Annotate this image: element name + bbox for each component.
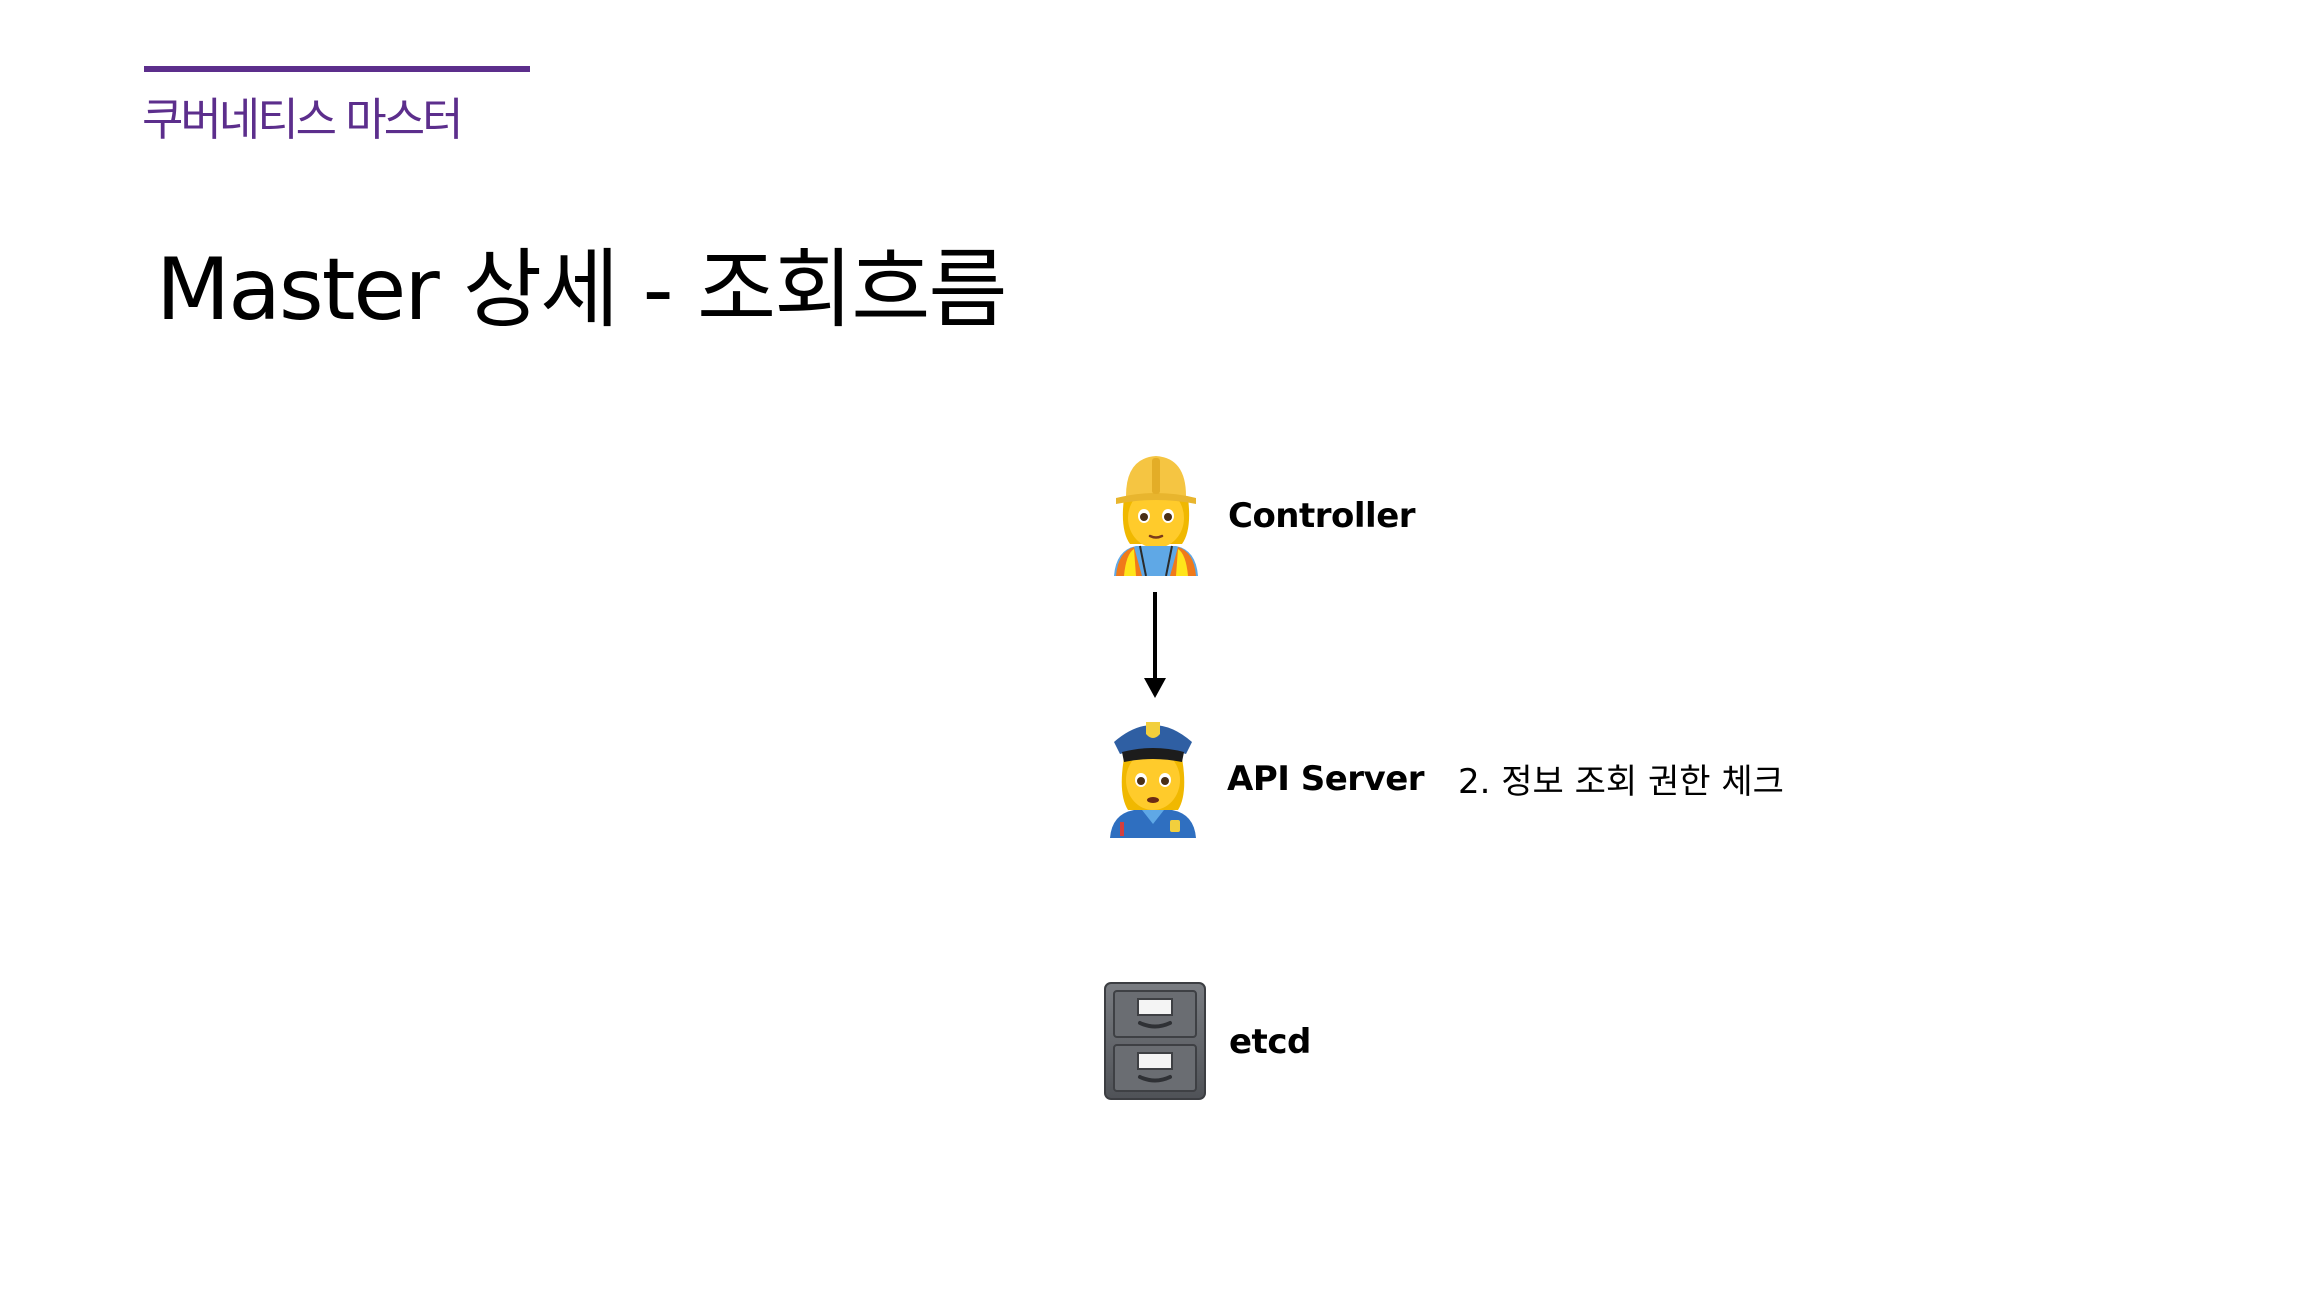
api-server-node [1108, 714, 1198, 838]
controller-node [1112, 452, 1200, 576]
section-accent-rule [144, 66, 530, 72]
controller-label: Controller [1228, 496, 1416, 536]
construction-worker-icon [1114, 456, 1198, 576]
slide-title: Master 상세 - 조회흐름 [156, 240, 1007, 340]
police-officer-icon [1110, 722, 1196, 838]
etcd-node [1104, 982, 1206, 1100]
file-cabinet-icon [1104, 982, 1206, 1100]
section-label: 쿠버네티스 마스터 [142, 93, 464, 146]
api-server-label: API Server [1227, 759, 1425, 799]
api-server-annotation: 2. 정보 조회 권한 체크 [1458, 762, 1784, 802]
request-arrow [1143, 592, 1167, 704]
arrow-down-icon [1144, 592, 1166, 698]
etcd-label: etcd [1229, 1022, 1311, 1062]
